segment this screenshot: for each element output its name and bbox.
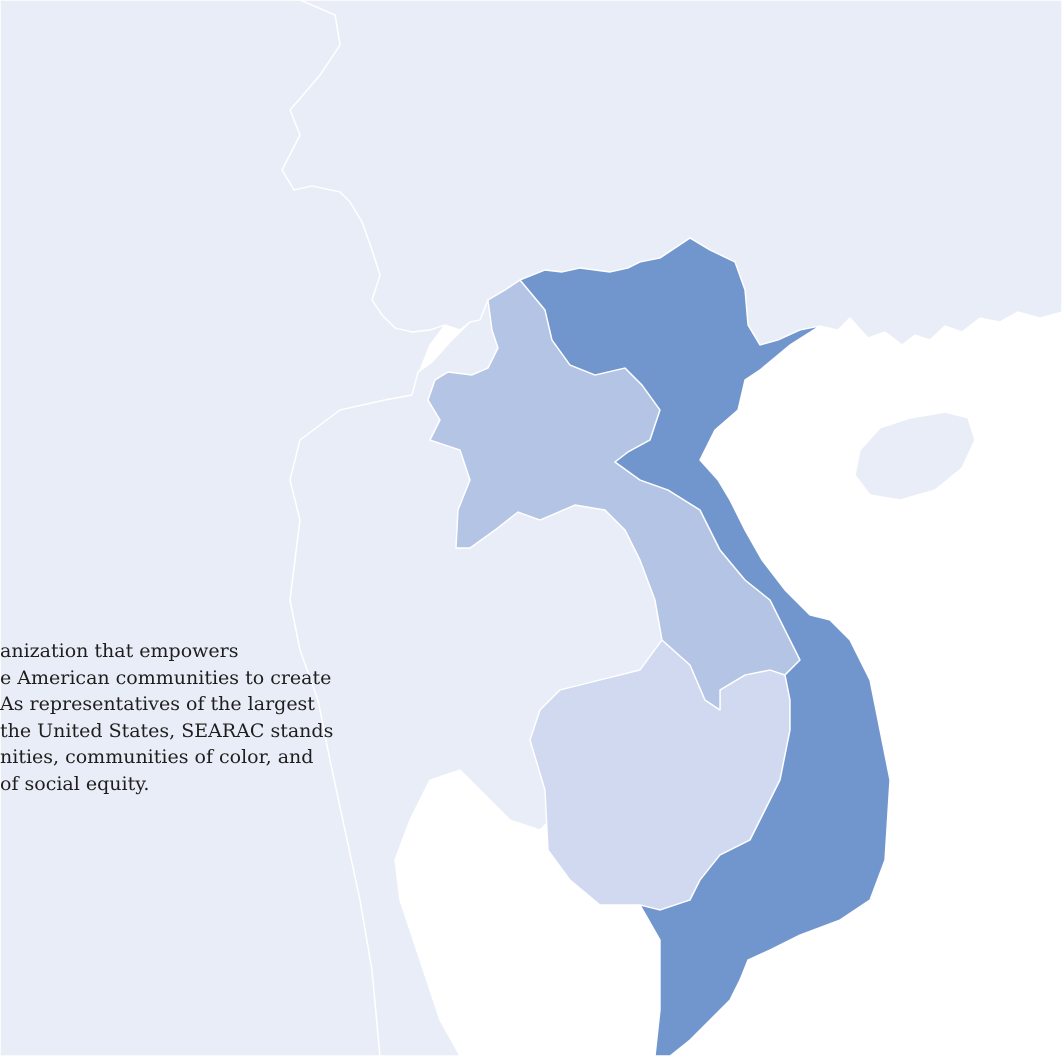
gulf-of-thailand [410,790,660,1056]
vietnam-region [519,237,891,1056]
mission-line-3: As representatives of the largest [0,693,315,715]
border-line-myanmar-thailand [289,439,301,651]
mission-line-4: the United States, SEARAC stands [0,719,334,742]
mission-statement: anization that empowers e American commu… [0,638,420,797]
hainan-island [854,411,976,501]
mission-line-2: e American communities to create [0,666,332,689]
mission-line-6: of social equity. [0,772,150,795]
mission-line-5: nities, communities of color, and [0,746,314,768]
mission-line-1: anization that empowers [0,640,239,662]
